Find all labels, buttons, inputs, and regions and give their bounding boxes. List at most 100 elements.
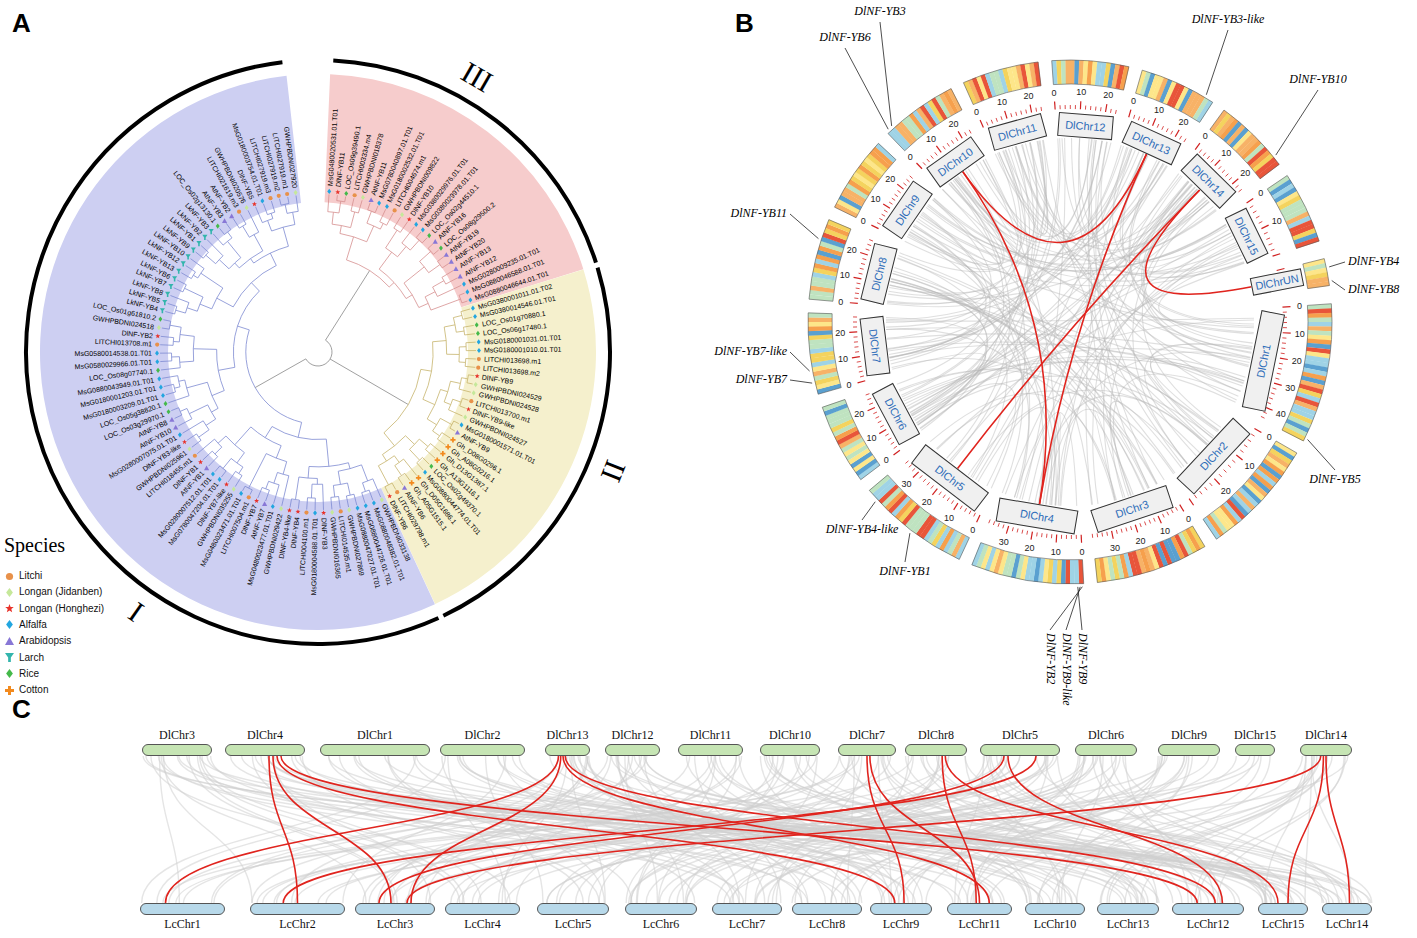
chromosome-box: DlChr2 [1177, 418, 1251, 495]
species-marker [294, 190, 298, 195]
tick-mark [1274, 383, 1282, 385]
species-marker [449, 259, 454, 264]
tick-mark [892, 198, 895, 200]
tick-label: 10 [1051, 547, 1061, 556]
tick-label: 10 [1272, 217, 1282, 226]
tick-mark [1051, 534, 1052, 538]
chromosome-node: DlChr8 [905, 728, 967, 756]
tick-mark [954, 503, 958, 510]
tree-branch [180, 335, 194, 337]
chromosome-label: LcChr7 [729, 917, 766, 931]
tree-branch [201, 246, 208, 253]
tree-branch [395, 466, 402, 476]
tree-branch [219, 260, 229, 269]
chromosome-bar [980, 744, 1060, 756]
synteny-background [161, 756, 366, 903]
legend-text: Longan (Jidanben) [19, 586, 102, 598]
species-marker [196, 241, 201, 246]
species-marker [439, 245, 443, 250]
tree-branch [283, 227, 288, 246]
species-marker [475, 374, 480, 379]
tree-branch [175, 415, 182, 418]
tree-branch [427, 419, 436, 425]
tree-branch [271, 213, 273, 218]
chromosome-label: DlChr3 [1115, 498, 1151, 519]
tick-mark [932, 489, 937, 495]
tree-branch [463, 317, 472, 319]
species-marker [182, 439, 187, 444]
tick-label: 20 [847, 245, 857, 254]
tree-branch [228, 232, 232, 238]
chromosome-label: LcChr3 [377, 917, 414, 931]
tree-branch [168, 396, 189, 403]
tree-branch [186, 266, 196, 272]
species-marker [165, 292, 170, 297]
tree-branch [221, 471, 226, 477]
chromosome-bar [625, 903, 697, 915]
species-marker [327, 189, 331, 194]
chromosome-label: LcChr12 [1187, 917, 1230, 931]
clade-numeral: III [457, 56, 498, 97]
panel-letter: B [735, 8, 754, 39]
synteny-background [242, 756, 1327, 903]
tree-branch [392, 483, 396, 490]
panel-letter: C [12, 694, 31, 725]
tree-branch [176, 310, 186, 313]
tree-branch [468, 374, 474, 376]
tree-branch [255, 359, 306, 388]
species-marker [304, 511, 308, 515]
species-marker [313, 510, 317, 515]
chromosome-node: DlChr13 [545, 728, 590, 756]
tree-branch [285, 204, 287, 213]
species-marker [472, 390, 476, 395]
tree-branch [462, 378, 468, 379]
species-marker [181, 261, 186, 266]
synteny-background [202, 756, 510, 903]
tick-mark [1054, 102, 1056, 110]
tick-mark [1282, 342, 1286, 343]
heatmap-cell [1095, 558, 1102, 582]
tick-mark [1035, 108, 1037, 112]
tree-branch [282, 476, 289, 506]
chromosome-bar [142, 744, 212, 756]
chromosome-label: DlChr3 [159, 728, 195, 742]
tree-branch [450, 428, 455, 431]
tick-mark [1046, 534, 1047, 538]
tree-branch [251, 283, 259, 291]
tick-label: 20 [1240, 168, 1250, 177]
tree-branch [241, 214, 247, 224]
tick-mark [853, 322, 857, 323]
species-marker [321, 510, 326, 515]
tick-mark [849, 331, 857, 333]
species-marker [369, 197, 374, 202]
legend-entry: Longan (Honghezi) [4, 603, 104, 615]
synteny-background [995, 154, 1241, 274]
legend-text: Litchi [19, 570, 42, 582]
tree-branch [215, 447, 222, 454]
tree-branch [315, 498, 316, 510]
synteny-link [1008, 756, 1222, 903]
tree-branch [346, 496, 348, 507]
synteny-background [274, 756, 1333, 903]
tick-label: 20 [885, 174, 895, 183]
tree-branch [404, 267, 424, 283]
synteny-background [268, 756, 1215, 903]
tick-mark [1080, 101, 1082, 109]
species-marker [198, 460, 203, 465]
clade-bracket [333, 60, 596, 262]
heatmap-cell [1070, 60, 1075, 84]
synteny-background [448, 756, 506, 903]
tick-mark [1189, 499, 1193, 506]
tick-mark [853, 326, 857, 327]
tree-branch [290, 499, 292, 508]
species-marker [356, 505, 360, 510]
tick-mark [1283, 332, 1291, 334]
tick-mark [1235, 185, 1238, 188]
tick-mark [1153, 118, 1156, 125]
tree-branch [449, 410, 463, 416]
tick-label: 20 [1292, 357, 1302, 366]
heatmap-cell [947, 88, 962, 111]
synteny-link [379, 756, 1004, 903]
tick-mark [1060, 105, 1061, 109]
